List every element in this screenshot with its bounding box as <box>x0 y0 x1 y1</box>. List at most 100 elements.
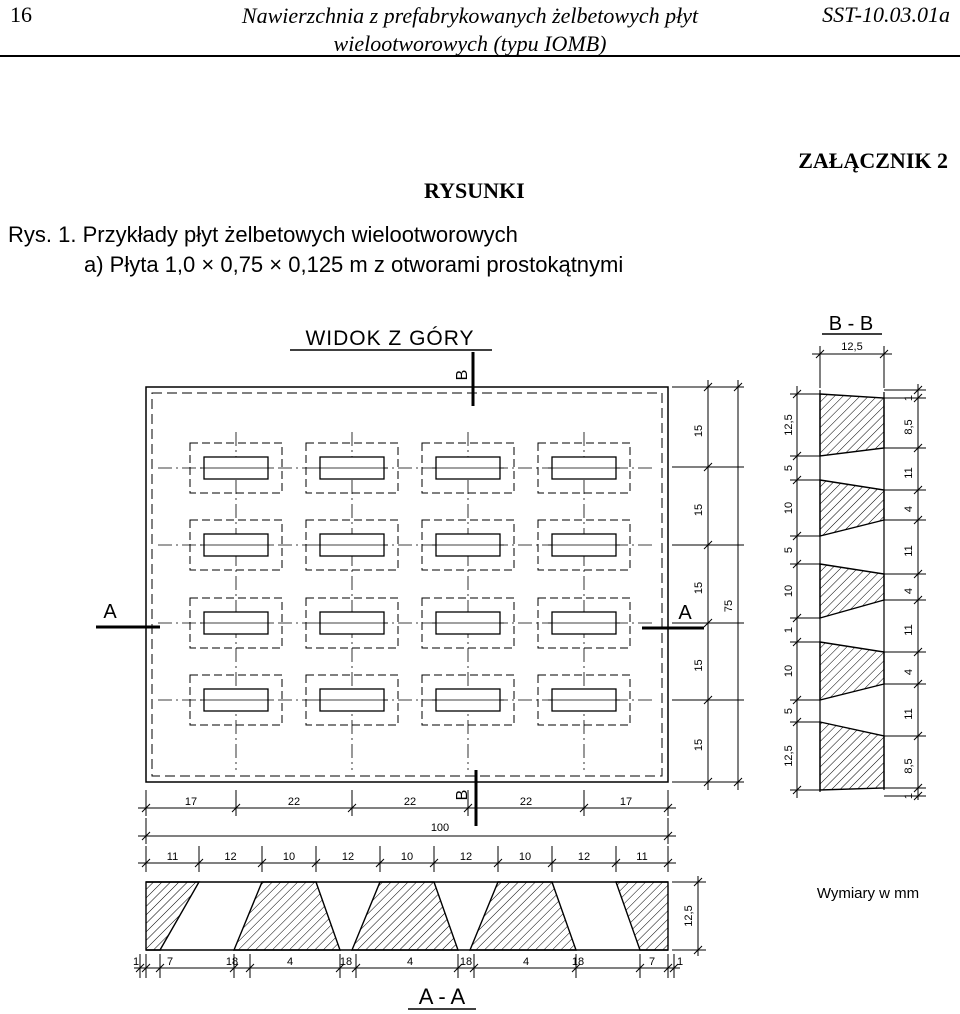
bottom-dimension-label: 22 <box>404 796 416 808</box>
section-b-b-left-label: 5 <box>783 547 795 553</box>
bottom-total-label: 100 <box>431 822 449 834</box>
marker-b-top-label: B <box>454 370 471 381</box>
bottom-dimension-label: 12 <box>460 851 472 863</box>
section-a-a-rib <box>145 881 201 951</box>
section-b-b-right-label: 1 <box>903 395 915 401</box>
top-view-title-text: WIDOK Z GÓRY <box>305 327 474 350</box>
top-view-title: WIDOK Z GÓRY <box>290 327 492 351</box>
section-b-b-rib <box>819 721 885 791</box>
section-a-a-dimension-label: 18 <box>460 956 472 968</box>
dimension-tick <box>231 803 241 813</box>
dimension-tick <box>351 963 361 973</box>
right-dimension-label: 15 <box>693 582 705 594</box>
section-b-b-left-label: 1 <box>783 627 795 633</box>
dimension-tick <box>703 462 713 472</box>
document-title: Nawierzchnia z prefabrykowanych żelbetow… <box>150 2 790 58</box>
section-a-a-title: A - A <box>408 984 476 1010</box>
dimension-tick <box>663 963 673 973</box>
dimension-tick <box>703 777 713 787</box>
dimension-tick <box>792 389 802 399</box>
bottom-dimension-label: 22 <box>520 796 532 808</box>
dimension-tick <box>375 858 385 868</box>
bottom-dimension-label: 12 <box>224 851 236 863</box>
bottom-dimension-label: 10 <box>283 851 295 863</box>
dimension-tick <box>141 803 151 813</box>
dimension-tick <box>792 613 802 623</box>
dimension-tick <box>579 803 589 813</box>
hole-bottom-outline <box>189 442 283 494</box>
dimension-tick <box>913 385 923 395</box>
dimension-tick <box>913 647 923 657</box>
hole-bottom-outline <box>421 442 515 494</box>
section-b-b-title-text: B - B <box>829 313 873 335</box>
section-a-a-rib <box>350 881 459 951</box>
right-dimension-label: 15 <box>693 425 705 437</box>
section-a-a-dimension-label: 7 <box>167 956 173 968</box>
dimension-tick <box>913 595 923 605</box>
annex-label: ZAŁĄCZNIK 2 <box>798 148 948 173</box>
section-a-a-dimension-label: 4 <box>287 956 293 968</box>
dimension-tick <box>913 485 923 495</box>
hole-bottom-outline <box>305 674 399 726</box>
dimension-tick <box>663 858 673 868</box>
hole-bottom-outline <box>305 597 399 649</box>
dimension-tick <box>663 831 673 841</box>
section-b-b-rib <box>819 479 885 537</box>
hole-bottom-outline <box>189 674 283 726</box>
dimension-tick <box>135 963 145 973</box>
dimension-tick <box>792 717 802 727</box>
section-marker-a-right: A <box>642 602 704 630</box>
dimension-tick <box>815 349 825 359</box>
dimension-tick <box>693 877 703 887</box>
hole-bottom-outline <box>305 519 399 571</box>
dimension-tick <box>913 791 923 801</box>
dimension-tick <box>792 637 802 647</box>
dimension-tick <box>879 349 889 359</box>
top-view-plate <box>145 386 669 783</box>
dimension-tick <box>792 475 802 485</box>
section-b-b-right-label: 8,5 <box>903 758 915 773</box>
hole-bottom-outline <box>189 519 283 571</box>
bottom-dimension-label: 12 <box>578 851 590 863</box>
dimension-tick <box>155 963 165 973</box>
bottom-dimension-label: 22 <box>288 796 300 808</box>
document-title-line1: Nawierzchnia z prefabrykowanych żelbetow… <box>241 3 699 28</box>
dimension-tick <box>792 785 802 795</box>
dimension-tick <box>913 783 923 793</box>
section-b-b-right-label: 11 <box>903 624 915 635</box>
section-b-b-rib <box>819 563 885 619</box>
bottom-dimension-label: 12 <box>342 851 354 863</box>
dimension-tick <box>792 451 802 461</box>
dimension-tick <box>669 963 679 973</box>
section-a-a-rib <box>232 881 341 951</box>
dimension-tick <box>463 803 473 813</box>
dimension-tick <box>311 858 321 868</box>
section-b-b-right-label: 4 <box>903 506 915 512</box>
hole-bottom-outline <box>537 674 631 726</box>
section-a-a-dimension-label: 1 <box>133 956 139 968</box>
bottom-dimension-label: 11 <box>636 851 647 863</box>
section-marker-b-bottom: B <box>454 770 478 826</box>
dimension-tick <box>141 831 151 841</box>
dimension-tick <box>703 540 713 550</box>
section-b-b-left-label: 10 <box>783 665 795 677</box>
section-a-a <box>145 881 669 951</box>
section-b-b-rib <box>819 641 885 701</box>
section-b-b <box>819 390 885 792</box>
dimension-tick <box>913 515 923 525</box>
hole-bottom-outline <box>421 519 515 571</box>
dimension-tick <box>703 618 713 628</box>
section-b-b-left-label: 5 <box>783 465 795 471</box>
plate-outline <box>145 386 669 783</box>
section-b-b-left-label: 12,5 <box>783 745 795 766</box>
section-a-a-title-text: A - A <box>419 984 466 1009</box>
section-a-a-dimension-label: 4 <box>523 956 529 968</box>
section-b-b-right-label: 11 <box>903 708 915 719</box>
dimension-tick <box>335 963 345 973</box>
section-b-b-left-label: 10 <box>783 585 795 597</box>
right-dimension-label: 15 <box>693 504 705 516</box>
bottom-dimension-total: 100 <box>138 818 676 844</box>
section-a-a-dimension-label: 18 <box>340 956 352 968</box>
